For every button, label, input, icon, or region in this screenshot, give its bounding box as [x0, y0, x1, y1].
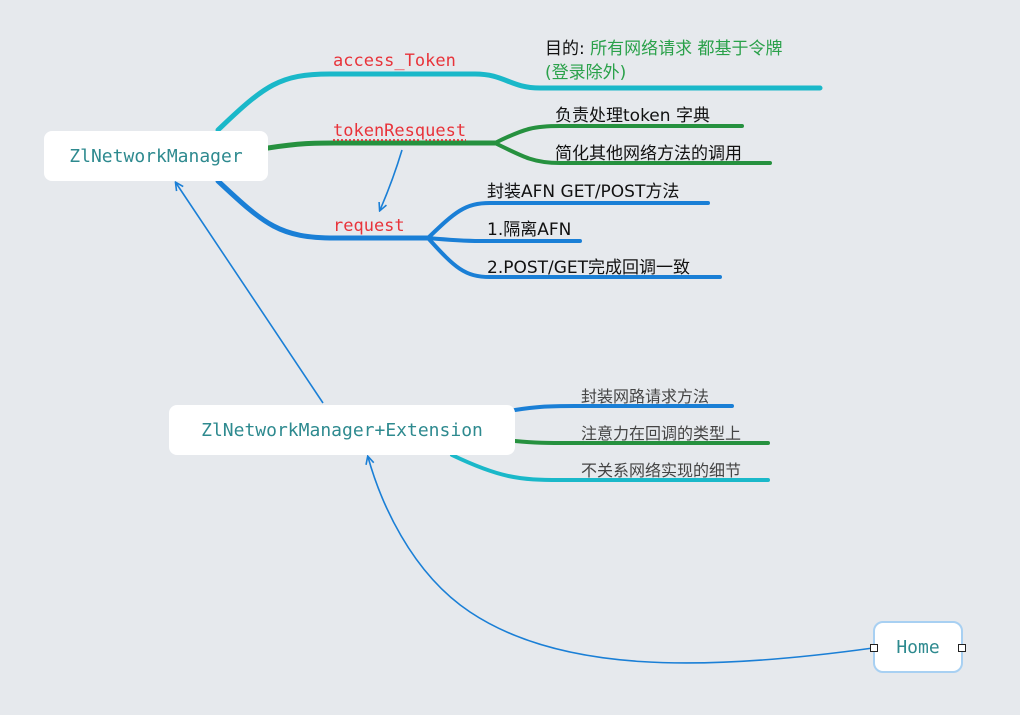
extension-child-line-1: [513, 404, 734, 412]
extension-child-1[interactable]: 封装网路请求方法: [581, 387, 710, 406]
branch-label-access-token[interactable]: access_Token: [333, 51, 456, 71]
home-to-extension-arrow: [368, 457, 874, 664]
token-request-child-2[interactable]: 简化其他网络方法的调用: [555, 144, 742, 164]
branch-label-token-request[interactable]: tokenResquest: [333, 121, 467, 141]
branch-label-request[interactable]: request: [333, 216, 405, 236]
token-to-request-arrow: [380, 149, 403, 210]
extension-child-2[interactable]: 注意力在回调的类型上: [581, 424, 742, 443]
home-left-resize-handle[interactable]: [870, 644, 878, 652]
request-child-line-2: [426, 236, 582, 243]
token-request-child-line-1: [493, 124, 744, 145]
extension-child-3[interactable]: 不关系网络实现的细节: [581, 461, 742, 480]
extension-to-manager-arrow: [176, 183, 324, 404]
request-branch-line: [215, 178, 431, 241]
access-token-branch-line: [215, 71, 823, 133]
token-request-child-1[interactable]: 负责处理token 字典: [555, 106, 710, 126]
request-child-line-1: [426, 201, 710, 240]
request-child-2[interactable]: 1.隔离AFN: [487, 220, 572, 240]
node-zlnetworkmanager-extension[interactable]: ZlNetworkManager+Extension: [169, 405, 515, 455]
request-child-line-3: [426, 236, 722, 279]
access-token-note-line1: 所有网络请求 都基于令牌: [590, 39, 783, 59]
token-request-branch-line: [265, 140, 498, 151]
node-zlnetworkmanager[interactable]: ZlNetworkManager: [44, 131, 268, 181]
access-token-note-line2: (登录除外): [545, 63, 627, 83]
request-child-1[interactable]: 封装AFN GET/POST方法: [487, 182, 680, 202]
node-home[interactable]: Home: [873, 621, 963, 673]
extension-child-line-2: [513, 439, 770, 445]
request-child-3[interactable]: 2.POST/GET完成回调一致: [487, 258, 691, 278]
extension-child-line-3: [450, 453, 770, 482]
token-request-child-line-2: [493, 141, 772, 165]
access-token-note[interactable]: 目的: 所有网络请求 都基于令牌 (登录除外): [545, 37, 783, 85]
access-token-note-prefix: 目的:: [545, 39, 591, 59]
home-right-resize-handle[interactable]: [958, 644, 966, 652]
